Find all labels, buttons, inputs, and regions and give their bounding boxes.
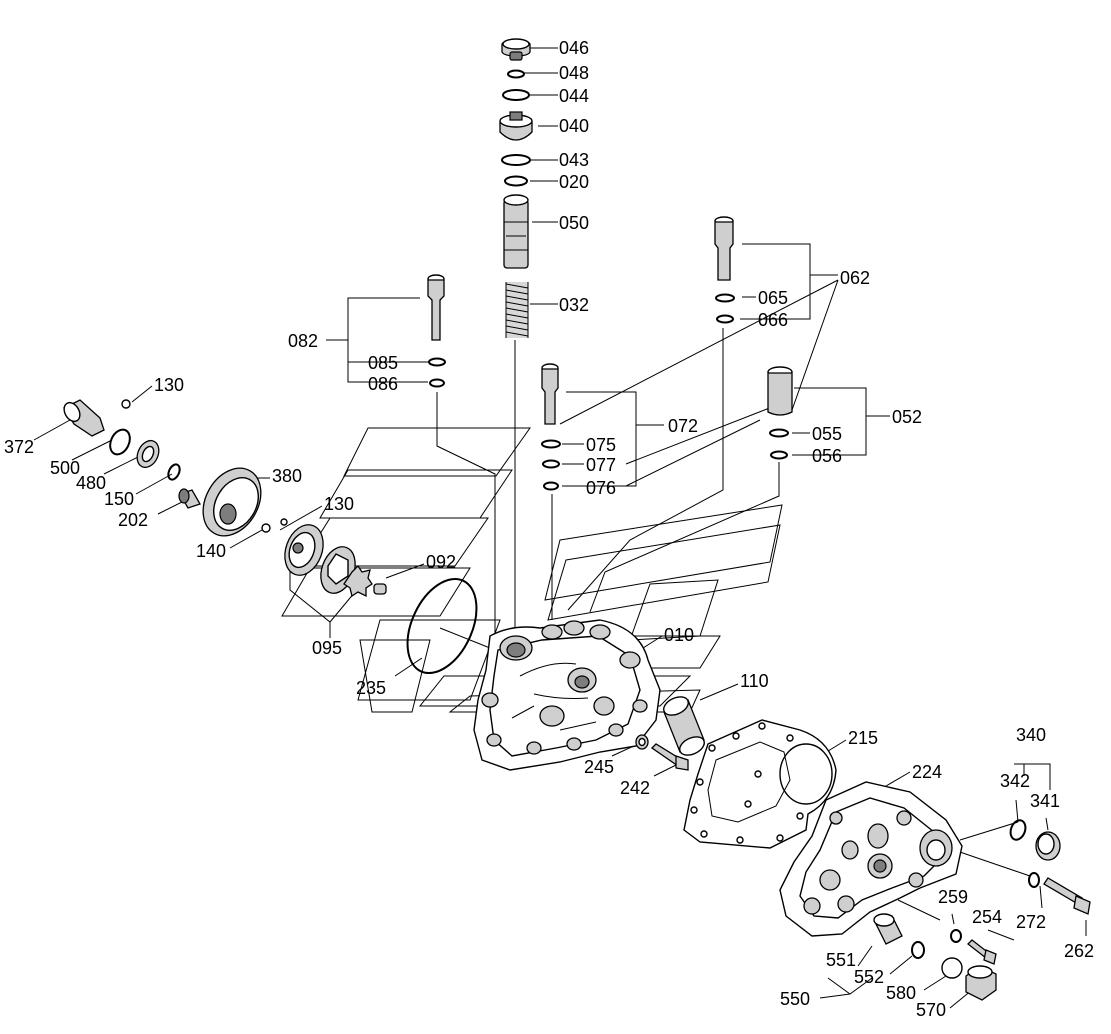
label-075: 075	[586, 435, 616, 455]
plug-341	[1035, 831, 1061, 861]
washer-259	[950, 929, 962, 943]
valve-082	[427, 274, 446, 388]
label-580: 580	[886, 983, 916, 1003]
label-340: 340	[1016, 725, 1046, 745]
label-254: 254	[972, 907, 1002, 927]
label-272: 272	[1016, 912, 1046, 932]
valve-stack-parts	[499, 38, 533, 338]
label-550: 550	[780, 989, 810, 1009]
valve-062	[714, 216, 735, 324]
label-076: 076	[586, 478, 616, 498]
left-side-parts	[63, 399, 387, 598]
nut-570	[965, 965, 997, 1001]
bolt-242	[650, 743, 689, 771]
valve-072	[541, 363, 561, 491]
label-092: 092	[426, 552, 456, 572]
label-372: 372	[4, 437, 34, 457]
label-235: 235	[356, 678, 386, 698]
washer-272	[1028, 872, 1040, 888]
label-055: 055	[812, 424, 842, 444]
label-245: 245	[584, 757, 614, 777]
bolt-262	[1043, 877, 1091, 915]
label-342: 342	[1000, 771, 1030, 791]
label-500: 500	[50, 458, 80, 478]
label-050: 050	[559, 213, 589, 233]
label-262: 262	[1064, 941, 1094, 961]
main-housing-010	[473, 619, 661, 771]
label-095: 095	[312, 638, 342, 658]
label-086: 086	[368, 374, 398, 394]
gasket-215	[683, 719, 837, 849]
part-number-labels: 046 048 044 040 043 020 050 032 062 065 …	[4, 38, 1094, 1020]
o-ring-552	[911, 941, 925, 959]
label-480: 480	[76, 473, 106, 493]
label-046: 046	[559, 38, 589, 58]
bolt-254	[967, 939, 997, 965]
o-ring-342	[1009, 819, 1027, 841]
label-551: 551	[826, 950, 856, 970]
label-202: 202	[118, 510, 148, 530]
label-150: 150	[104, 489, 134, 509]
washer-245	[635, 734, 649, 750]
label-052: 052	[892, 407, 922, 427]
cover-224	[779, 781, 963, 937]
label-140: 140	[196, 541, 226, 561]
label-224: 224	[912, 762, 942, 782]
label-380: 380	[272, 466, 302, 486]
label-043: 043	[559, 150, 589, 170]
valve-052	[767, 366, 793, 460]
label-130-mid: 130	[324, 494, 354, 514]
o-ring-235	[406, 577, 478, 675]
label-552: 552	[854, 967, 884, 987]
gasket-holes	[690, 722, 804, 844]
plug-551	[873, 913, 903, 945]
label-032: 032	[559, 295, 589, 315]
spring-032	[505, 282, 529, 338]
label-056: 056	[812, 446, 842, 466]
label-570: 570	[916, 1000, 946, 1020]
label-341: 341	[1030, 791, 1060, 811]
label-130-top: 130	[154, 375, 184, 395]
label-215: 215	[848, 728, 878, 748]
ball-580	[941, 957, 963, 979]
filter-110	[663, 696, 705, 756]
label-085: 085	[368, 353, 398, 373]
label-048: 048	[559, 63, 589, 83]
label-020: 020	[559, 172, 589, 192]
label-259: 259	[938, 887, 968, 907]
label-044: 044	[559, 86, 589, 106]
label-082: 082	[288, 331, 318, 351]
label-072: 072	[668, 416, 698, 436]
label-010: 010	[664, 625, 694, 645]
label-066: 066	[758, 310, 788, 330]
label-110: 110	[740, 671, 769, 691]
label-065: 065	[758, 288, 788, 308]
label-062: 062	[840, 268, 870, 288]
label-040: 040	[559, 116, 589, 136]
label-242: 242	[620, 778, 650, 798]
label-077: 077	[586, 455, 616, 475]
